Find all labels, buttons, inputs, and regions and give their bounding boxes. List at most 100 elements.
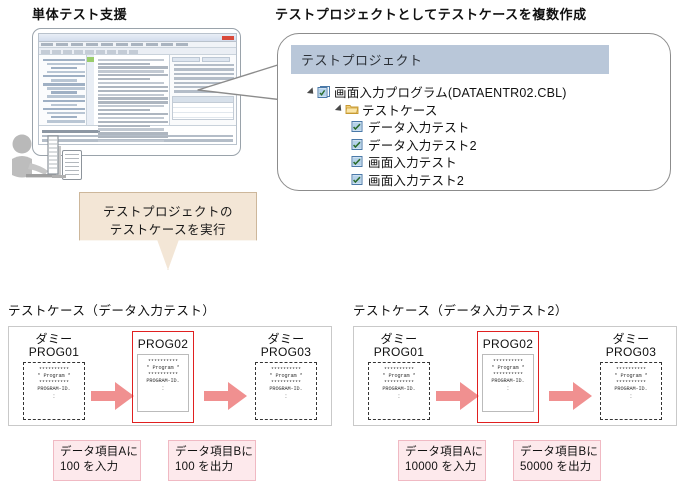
ide-toolbar [39, 48, 236, 55]
program-name: PROG02 [137, 337, 189, 351]
tree-item-testcase[interactable]: データ入力テスト2 [291, 136, 657, 154]
output-note: データ項目Bに 50000 を出力 [513, 440, 601, 481]
program-name: PROG03 [260, 345, 312, 359]
testcase-panel-2: テストケース（データ入力テスト2） ダミー PROG01 ********** … [353, 300, 677, 481]
output-note: データ項目Bに 100 を出力 [168, 440, 256, 481]
code-card: ********** * Program * ********** PROGRA… [23, 362, 85, 420]
note-line-2: 100 を入力 [60, 461, 119, 473]
testcase-panel-title: テストケース（データ入力テスト2） [353, 304, 568, 318]
tree-item-label: データ入力テスト2 [368, 138, 477, 153]
testcase-panel-title: テストケース（データ入力テスト） [8, 304, 216, 318]
program-block-prog01: ダミー PROG01 ********** * Program * ******… [15, 333, 93, 420]
code-line-stars-bottom: ********** [38, 379, 70, 386]
ide-body [39, 55, 236, 144]
expanded-triangle-icon[interactable] [333, 104, 345, 114]
testcase-icon [351, 173, 368, 186]
code-card: ********** * Program * ********** PROGRA… [368, 362, 430, 420]
banner-text: テストプロジェクトの テストケースを実行 [79, 203, 257, 239]
tree-item-testcase[interactable]: データ入力テスト [291, 118, 657, 136]
tree-item-label: 画面入力テスト2 [368, 173, 465, 188]
code-line-colon: : [507, 385, 509, 392]
note-line-1: データ項目Bに [520, 446, 599, 458]
ide-project-tree [39, 55, 87, 125]
test-project-callout: テストプロジェクト 画面入力プログラム(DATAENTR02.CBL) [277, 33, 671, 191]
tree-item-testcase[interactable]: 画面入力テスト2 [291, 171, 657, 189]
code-line-program-id: PROGRAM-ID. [146, 378, 180, 385]
program-block-prog02: PROG02 ********** * Program * **********… [469, 338, 547, 412]
dummy-label: ダミー [35, 332, 73, 346]
code-line-stars-top: ********** [147, 359, 179, 365]
code-line-stars-bottom: ********** [383, 379, 415, 386]
dummy-label: ダミー [267, 332, 305, 346]
tree-item-testcase[interactable]: 画面入力テスト [291, 153, 657, 171]
testcase-flow-box: ダミー PROG01 ********** * Program * ******… [353, 326, 677, 426]
code-line-program: * Program * [37, 373, 71, 380]
testcase-icon [351, 138, 368, 151]
code-line-program-id: PROGRAM-ID. [491, 378, 525, 385]
code-line-colon: : [162, 385, 164, 392]
test-project-tree[interactable]: 画面入力プログラム(DATAENTR02.CBL) テストケース [291, 83, 657, 188]
program-name: PROG02 [482, 337, 534, 351]
code-line-stars-bottom: ********** [492, 371, 524, 378]
note-line-1: データ項目Aに [405, 446, 484, 458]
testcase-icon [351, 155, 368, 168]
code-line-program: * Program * [491, 365, 525, 372]
flow-arrow-right-icon [436, 382, 479, 410]
code-line-program-id: PROGRAM-ID. [382, 386, 416, 393]
code-card: ********** * Program * ********** PROGRA… [482, 354, 534, 412]
code-line-stars-top: ********** [615, 367, 647, 373]
code-line-colon: : [398, 393, 400, 400]
test-program-icon [317, 85, 334, 99]
code-card: ********** * Program * ********** PROGRA… [255, 362, 317, 420]
code-line-stars-bottom: ********** [615, 379, 647, 386]
banner-line-1: テストプロジェクトの [102, 205, 233, 219]
heading-create-multiple-testcases: テストプロジェクトとしてテストケースを複数作成 [275, 7, 587, 22]
dummy-label: ダミー [612, 332, 650, 346]
testcase-panel-1: テストケース（データ入力テスト） ダミー PROG01 ********** *… [8, 300, 332, 481]
note-line-1: データ項目Bに [175, 446, 254, 458]
person-at-desk-icon [12, 134, 66, 178]
code-line-colon: : [285, 393, 287, 400]
input-note: データ項目Aに 10000 を入力 [398, 440, 486, 481]
program-block-prog03: ダミー PROG03 ********** * Program * ******… [247, 333, 325, 420]
code-line-stars-bottom: ********** [147, 371, 179, 378]
tree-item-label: データ入力テスト [368, 121, 470, 136]
input-note: データ項目Aに 100 を入力 [53, 440, 141, 481]
code-line-program: * Program * [269, 373, 303, 380]
code-card: ********** * Program * ********** PROGRA… [600, 362, 662, 420]
flow-arrow-right-icon [91, 382, 134, 410]
highlight-frame [477, 331, 539, 423]
note-line-2: 50000 を出力 [520, 461, 592, 473]
ide-menubar [39, 42, 236, 48]
code-line-colon: : [53, 393, 55, 400]
folder-icon [345, 102, 362, 116]
code-line-stars-top: ********** [38, 367, 70, 373]
execute-testcases-banner: テストプロジェクトの テストケースを実行 [79, 192, 257, 270]
highlight-frame [132, 331, 194, 423]
program-name: PROG01 [373, 345, 425, 359]
code-line-program-id: PROGRAM-ID. [614, 386, 648, 393]
program-block-prog03: ダミー PROG03 ********** * Program * ******… [592, 333, 670, 420]
monitor-stand [62, 150, 82, 180]
code-line-stars-top: ********** [270, 367, 302, 373]
ide-code-editor [87, 55, 170, 144]
expanded-triangle-icon[interactable] [305, 87, 317, 97]
code-line-program: * Program * [382, 373, 416, 380]
code-line-stars-top: ********** [492, 359, 524, 365]
note-line-2: 10000 を入力 [405, 461, 477, 473]
tree-item-label: テストケース [362, 103, 438, 118]
dummy-label: ダミー [380, 332, 418, 346]
program-name: PROG03 [605, 345, 657, 359]
laptop-mockup [32, 28, 241, 156]
heading-unit-test-support: 単体テスト支援 [32, 7, 128, 22]
code-card: ********** * Program * ********** PROGRA… [137, 354, 189, 412]
program-name: PROG01 [28, 345, 80, 359]
note-line-2: 100 を出力 [175, 461, 234, 473]
testcase-flow-box: ダミー PROG01 ********** * Program * ******… [8, 326, 332, 426]
tree-item-testcase-folder[interactable]: テストケース [291, 101, 657, 119]
banner-line-2: テストケースを実行 [109, 223, 227, 237]
tree-item-program[interactable]: 画面入力プログラム(DATAENTR02.CBL) [291, 83, 657, 101]
code-line-program: * Program * [614, 373, 648, 380]
code-line-program-id: PROGRAM-ID. [37, 386, 71, 393]
